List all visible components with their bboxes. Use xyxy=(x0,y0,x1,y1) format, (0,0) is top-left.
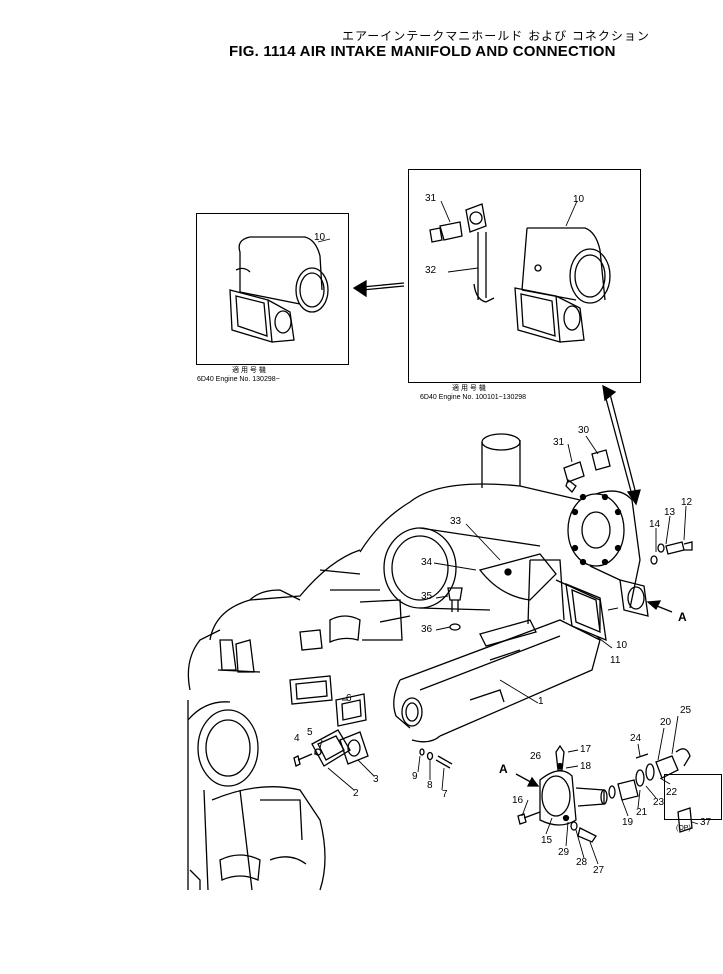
callout-9: 9 xyxy=(412,771,418,782)
callout-31-inset: 31 xyxy=(425,193,437,204)
callout-31: 31 xyxy=(553,437,565,448)
callout-12: 12 xyxy=(681,497,693,508)
bolts-4-9 xyxy=(293,748,453,769)
figure-title: FIG. 1114 AIR INTAKE MANIFOLD AND CONNEC… xyxy=(229,43,616,60)
callout-11: 11 xyxy=(610,655,621,666)
callout-10-main: 10 xyxy=(616,640,628,651)
callout-5: 5 xyxy=(307,727,313,738)
callout-7: 7 xyxy=(442,789,448,800)
callout-18: 18 xyxy=(580,761,592,772)
arrow-a-lower xyxy=(515,773,540,787)
callout-27: 27 xyxy=(593,865,605,876)
callout-29: 29 xyxy=(558,847,570,858)
gasket-6-cover-2 xyxy=(311,693,369,767)
callout-15: 15 xyxy=(541,835,553,846)
callout-1: 1 xyxy=(538,696,544,707)
main-elbow xyxy=(567,490,649,617)
callout-23: 23 xyxy=(653,797,665,808)
callout-3: 3 xyxy=(373,774,379,785)
fitting-31-30 xyxy=(563,449,611,494)
callout-36: 36 xyxy=(421,624,433,635)
callout-19: 19 xyxy=(622,817,634,828)
connector-arrow xyxy=(602,384,641,506)
arrow-a-lower-label: A xyxy=(499,762,508,776)
option-box xyxy=(664,774,722,820)
callout-10-right-inset: 10 xyxy=(573,194,585,205)
callout-16: 16 xyxy=(512,795,524,806)
callout-10-left-inset: 10 xyxy=(314,232,326,243)
callout-32: 32 xyxy=(425,265,437,276)
arrow-a-upper xyxy=(646,600,673,613)
inset-arrow xyxy=(352,279,405,298)
callout-14: 14 xyxy=(649,519,661,530)
inset-right-caption-jp: 適 用 号 機 xyxy=(452,385,486,392)
gasket-11 xyxy=(565,582,607,642)
option-label: (OP) xyxy=(676,825,691,832)
callout-33: 33 xyxy=(450,516,462,527)
arrow-a-upper-label: A xyxy=(678,610,687,624)
title-japanese: エアーインテークマニホールド および コネクション xyxy=(342,29,650,43)
callout-25: 25 xyxy=(680,705,692,716)
intake-manifold xyxy=(393,559,601,743)
callout-20: 20 xyxy=(660,717,672,728)
callout-24: 24 xyxy=(630,733,642,744)
inset-left-elbow xyxy=(229,236,329,343)
callout-17: 17 xyxy=(580,744,592,755)
callout-8: 8 xyxy=(427,780,433,791)
engine-block xyxy=(187,433,581,891)
bracket-33 xyxy=(478,553,557,601)
leader-lines xyxy=(314,200,699,865)
inset-left-caption: 6D40 Engine No. 130298~ xyxy=(197,376,280,383)
lower-connection xyxy=(517,744,693,843)
callout-22: 22 xyxy=(666,787,678,798)
inset-left-caption-jp: 適 用 号 機 xyxy=(232,367,266,374)
callout-28: 28 xyxy=(576,857,588,868)
callout-37: 37 xyxy=(700,817,712,828)
callout-21: 21 xyxy=(636,807,648,818)
callout-2: 2 xyxy=(353,788,359,799)
callout-13: 13 xyxy=(664,507,676,518)
callout-30: 30 xyxy=(578,425,590,436)
inset-right-elbow xyxy=(429,203,611,343)
bolts-12-14 xyxy=(650,541,693,565)
callout-35: 35 xyxy=(421,591,433,602)
callout-6: 6 xyxy=(346,693,352,704)
callout-34: 34 xyxy=(421,557,433,568)
callout-4: 4 xyxy=(294,733,300,744)
inset-right-caption: 6D40 Engine No. 100101~130298 xyxy=(420,394,527,401)
callout-26: 26 xyxy=(530,751,542,762)
